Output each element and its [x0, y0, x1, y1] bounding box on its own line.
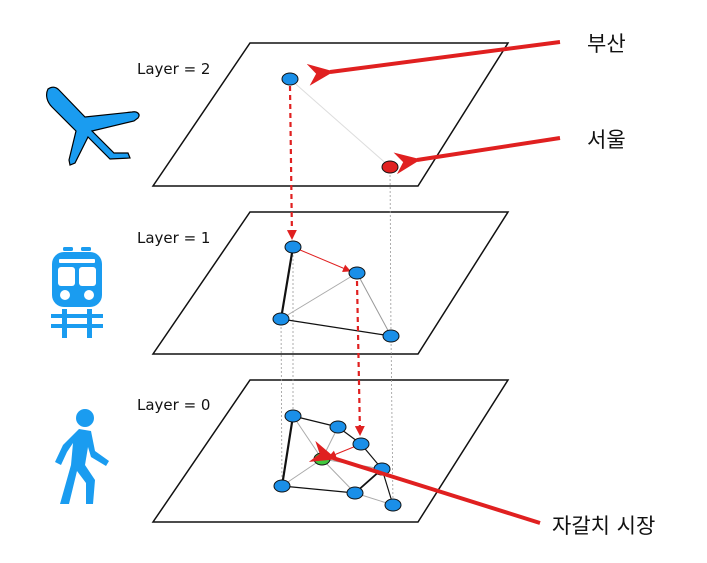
layer-2-label: Layer = 2	[137, 60, 211, 78]
layer-1-edges	[279, 246, 392, 337]
pedestrian-icon	[55, 409, 109, 504]
layer-1-plane	[151, 211, 510, 355]
busan-arrow	[306, 40, 561, 86]
annotation-arrows	[306, 40, 561, 525]
jagalchi-arrow	[308, 440, 541, 525]
inter-layer-connectors	[280, 166, 394, 506]
seoul-arrow	[393, 136, 561, 175]
search-path-arrows	[286, 85, 365, 436]
layer-2-edge	[289, 78, 391, 168]
layer-0-label: Layer = 0	[137, 396, 211, 414]
jagalchi-market-label: 자갈치 시장	[552, 514, 656, 538]
layer-0-plane	[151, 379, 510, 523]
layer-1-nodes	[272, 240, 400, 343]
layer-1-label: Layer = 1	[137, 229, 211, 247]
seoul-label: 서울	[587, 128, 626, 152]
train-icon	[51, 247, 103, 338]
airplane-icon	[46, 86, 140, 166]
busan-label: 부산	[587, 32, 626, 56]
layer-2-plane	[151, 42, 510, 187]
